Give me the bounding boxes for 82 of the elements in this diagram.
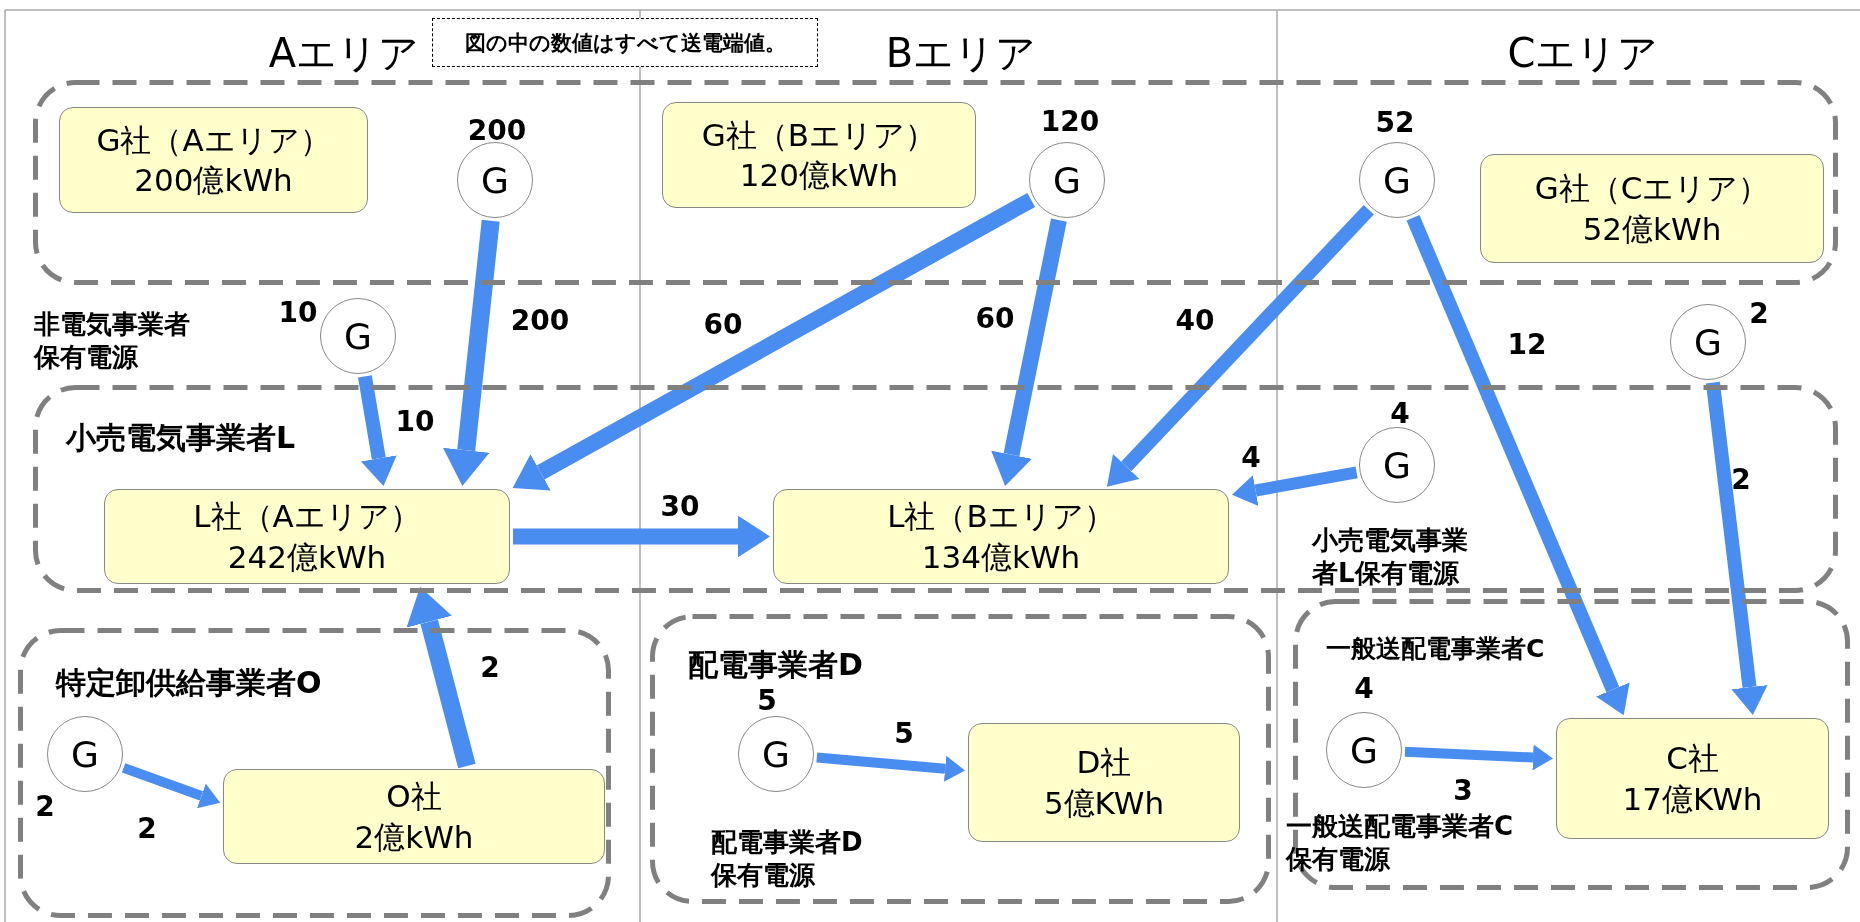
- arrow: [513, 515, 770, 558]
- generator-circle: G: [320, 298, 396, 374]
- arrow: [442, 219, 500, 486]
- energy-amount: 17億KWh: [1622, 779, 1763, 819]
- source-caption: 一般送配電事業者C保有電源: [1286, 809, 1515, 875]
- generator-circle: G: [1670, 304, 1746, 380]
- company-box: [59, 107, 368, 213]
- dashed-group-box: [18, 628, 611, 918]
- arrow: [991, 218, 1067, 487]
- company-box: [1556, 718, 1829, 839]
- output-value: 2: [1749, 296, 1769, 330]
- energy-amount: 134億kWh: [921, 537, 1081, 577]
- note-box: 図の中の数値はすべて送電端値。: [432, 18, 818, 67]
- arrow: [816, 752, 965, 782]
- company-name: D社: [1076, 743, 1132, 783]
- area-title: Aエリア: [268, 28, 420, 78]
- arrow: [1232, 466, 1358, 506]
- company-name: G社（Cエリア）: [1534, 169, 1770, 209]
- generator-circle: G: [1359, 142, 1435, 218]
- edge-label: 10: [395, 404, 435, 438]
- company-name: G社（Aエリア）: [96, 120, 331, 160]
- edge-label: 5: [894, 716, 914, 750]
- company-box: [773, 489, 1229, 584]
- generator-circle: G: [47, 716, 123, 792]
- company-box: [1480, 154, 1824, 263]
- group-heading: 特定卸供給事業者O: [56, 664, 322, 702]
- generator-circle: G: [1359, 427, 1435, 503]
- output-value: 4: [1354, 671, 1374, 705]
- energy-amount: 200億kWh: [134, 161, 293, 200]
- energy-amount: 2億kWh: [354, 817, 474, 857]
- edge-label: 60: [703, 307, 743, 341]
- edge-label: 200: [510, 303, 570, 337]
- source-caption: 非電気事業者保有電源: [34, 307, 191, 373]
- arrow: [512, 192, 1036, 491]
- group-heading: 一般送配電事業者C: [1326, 633, 1545, 665]
- company-name: G社（Bエリア）: [701, 115, 937, 155]
- company-name: L社（Aエリア）: [193, 497, 421, 537]
- energy-amount: 52億kWh: [1582, 209, 1722, 249]
- arrow: [1404, 744, 1553, 771]
- output-value: 52: [1375, 105, 1415, 139]
- area-title: Cエリア: [1507, 28, 1659, 78]
- company-box: [104, 489, 510, 584]
- edge-label: 2: [1731, 462, 1751, 496]
- output-value: 2: [35, 789, 55, 823]
- output-value: 120: [1040, 104, 1100, 138]
- area-title: Bエリア: [885, 28, 1037, 78]
- arrow: [1406, 215, 1630, 716]
- dashed-group-box: [650, 614, 1271, 904]
- edge-label: 40: [1175, 303, 1215, 337]
- generator-circle: G: [457, 142, 533, 218]
- source-caption: 配電事業者D保有電源: [711, 825, 864, 891]
- edge-label: 12: [1507, 327, 1547, 361]
- dashed-group-box: [33, 80, 1838, 285]
- edge-label: 2: [480, 650, 500, 684]
- dashed-group-box: [33, 385, 1838, 593]
- arrow: [358, 375, 397, 486]
- company-box: [223, 769, 605, 864]
- edge-label: 2: [137, 811, 157, 845]
- company-box: [662, 102, 976, 208]
- edge-label: 3: [1453, 773, 1473, 807]
- source-caption: 小売電気事業者L保有電源: [1312, 523, 1469, 589]
- company-name: L社（Bエリア）: [887, 497, 1115, 537]
- arrow: [1705, 381, 1768, 715]
- edge-label: 30: [660, 489, 700, 523]
- arrow: [1106, 205, 1374, 487]
- edge-label: 60: [975, 301, 1015, 335]
- company-name: O社: [386, 777, 442, 817]
- group-heading: 小売電気事業者L: [66, 419, 296, 457]
- arrow: [121, 763, 221, 809]
- generator-circle: G: [1029, 142, 1105, 218]
- energy-amount: 120億kWh: [739, 156, 899, 195]
- energy-amount: 242億kWh: [227, 537, 387, 577]
- output-value: 4: [1390, 396, 1410, 430]
- generator-circle: G: [738, 716, 814, 792]
- edge-label: 4: [1241, 440, 1261, 474]
- company-name: C社: [1666, 739, 1719, 779]
- company-box: [968, 723, 1240, 842]
- group-heading: 配電事業者D: [688, 646, 863, 684]
- generator-circle: G: [1326, 712, 1402, 788]
- output-value: 10: [278, 295, 318, 329]
- energy-amount: 5億KWh: [1043, 783, 1165, 823]
- output-value: 5: [757, 683, 777, 717]
